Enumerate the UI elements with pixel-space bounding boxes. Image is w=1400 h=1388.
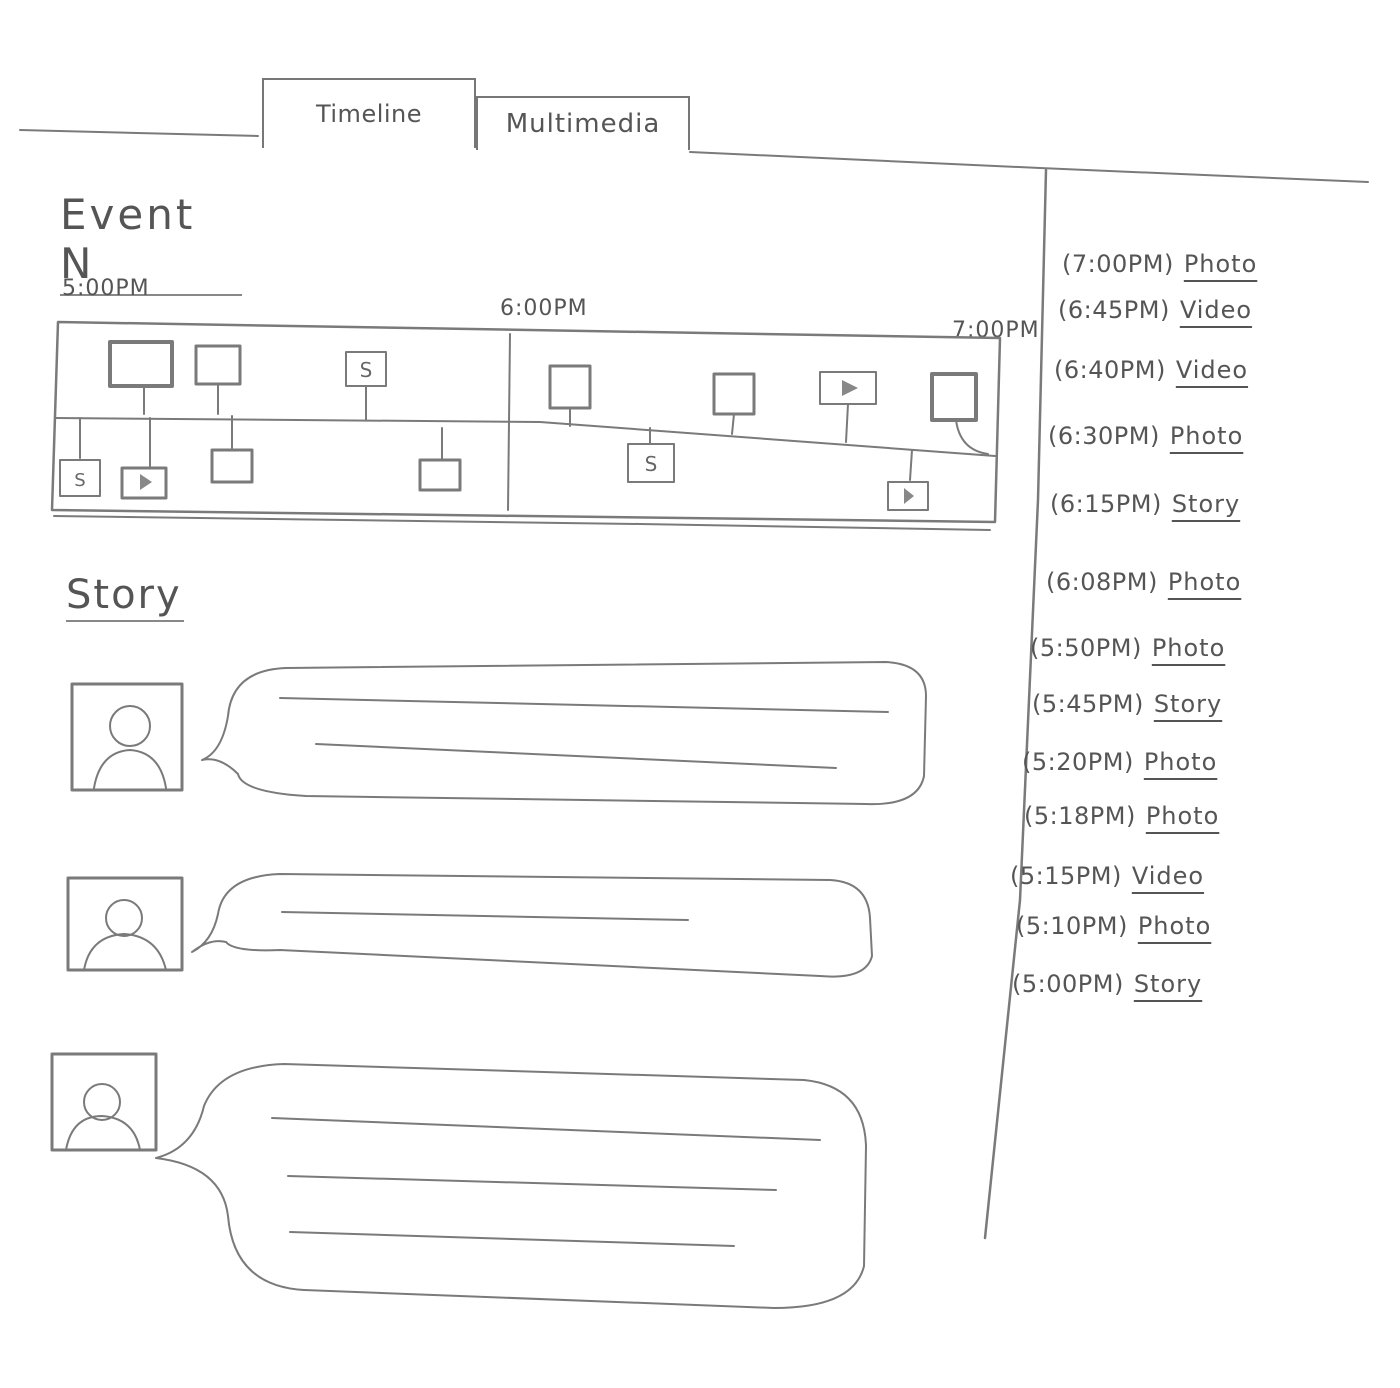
sidebar-item-time: (7:00PM) [1062, 250, 1174, 278]
story-icon: S [74, 470, 85, 491]
sidebar-item-time: (6:45PM) [1058, 296, 1170, 324]
sidebar-item-time: (5:45PM) [1032, 690, 1144, 718]
avatar-icon [66, 876, 184, 972]
sidebar-item-type[interactable]: Photo [1167, 568, 1242, 596]
story-entry[interactable] [66, 656, 946, 806]
timeline-marker[interactable] [418, 427, 462, 492]
sidebar-item-time: (5:10PM) [1016, 912, 1128, 940]
timeline-marker[interactable] [819, 371, 877, 443]
story-entry[interactable] [44, 1046, 884, 1326]
sidebar-item[interactable]: (5:15PM) Video [1010, 862, 1204, 890]
event-title: Event N [60, 190, 242, 296]
sidebar-item-type[interactable]: Photo [1143, 748, 1218, 776]
sidebar-item-type[interactable]: Photo [1183, 250, 1258, 278]
sidebar-item[interactable]: (7:00PM) Photo [1062, 250, 1257, 278]
sidebar-item-time: (5:15PM) [1010, 862, 1122, 890]
sidebar-item[interactable]: (6:15PM) Story [1050, 490, 1240, 518]
avatar-icon [50, 1052, 158, 1152]
story-title: Story [66, 572, 184, 622]
time-label-start: 5:00PM [62, 276, 150, 301]
timeline-marker[interactable] [712, 372, 756, 435]
tab-timeline[interactable]: Timeline [262, 78, 476, 148]
sidebar-item[interactable]: (6:30PM) Photo [1048, 422, 1243, 450]
timeline-strip[interactable]: S S S [40, 310, 1020, 540]
sidebar-item-type[interactable]: Photo [1137, 912, 1212, 940]
story-icon: S [360, 358, 373, 382]
timeline-frame [50, 320, 1002, 531]
video-play-icon [842, 380, 858, 396]
timeline-marker[interactable] [194, 344, 242, 415]
sidebar-item-time: (5:00PM) [1012, 970, 1124, 998]
sidebar-item[interactable]: (6:40PM) Video [1054, 356, 1248, 384]
timeline-marker[interactable]: S [345, 351, 387, 421]
sidebar-item-type[interactable]: Story [1153, 690, 1223, 718]
timeline-marker[interactable] [210, 415, 254, 484]
sidebar-item-type[interactable]: Story [1133, 970, 1203, 998]
sidebar-item-time: (6:40PM) [1054, 356, 1166, 384]
timeline-marker[interactable] [120, 417, 168, 500]
sidebar-item[interactable]: (5:50PM) Photo [1030, 634, 1225, 662]
speech-bubble [155, 1063, 867, 1309]
sidebar-item-time: (6:08PM) [1046, 568, 1158, 596]
tab-multimedia-label: Multimedia [505, 109, 661, 139]
tab-timeline-label: Timeline [315, 100, 423, 128]
timeline-marker[interactable] [548, 364, 592, 427]
speech-bubble [191, 873, 873, 978]
sidebar-item-time: (5:20PM) [1022, 748, 1134, 776]
timeline-marker[interactable]: S [627, 427, 675, 483]
sidebar-item-time: (5:18PM) [1024, 802, 1136, 830]
time-label-mid: 6:00PM [500, 296, 588, 321]
sidebar-item-type[interactable]: Photo [1151, 634, 1226, 662]
tab-multimedia[interactable]: Multimedia [476, 96, 690, 150]
sidebar-item[interactable]: (5:00PM) Story [1012, 970, 1202, 998]
sidebar-item[interactable]: (5:10PM) Photo [1016, 912, 1211, 940]
story-entry-drawing [50, 1052, 867, 1309]
timeline-marker[interactable] [887, 449, 929, 511]
sidebar-item-type[interactable]: Photo [1145, 802, 1220, 830]
story-entry-drawing [70, 661, 927, 806]
timeline-marker[interactable] [930, 372, 989, 455]
sidebar-item-type[interactable]: Video [1131, 862, 1205, 890]
sidebar-item-time: (5:50PM) [1030, 634, 1142, 662]
story-entry-drawing [66, 873, 873, 978]
sidebar-item-type[interactable]: Photo [1169, 422, 1244, 450]
timeline-marker[interactable] [108, 340, 174, 415]
sidebar-item[interactable]: (5:18PM) Photo [1024, 802, 1219, 830]
sidebar-item-type[interactable]: Story [1171, 490, 1241, 518]
sidebar-item[interactable]: (5:45PM) Story [1032, 690, 1222, 718]
sidebar-item[interactable]: (6:08PM) Photo [1046, 568, 1241, 596]
story-icon: S [645, 452, 658, 476]
sidebar-item[interactable]: (5:20PM) Photo [1022, 748, 1217, 776]
story-entry[interactable] [60, 856, 890, 986]
video-play-icon [140, 474, 152, 490]
sidebar-item-type[interactable]: Video [1179, 296, 1253, 324]
speech-bubble [201, 661, 927, 806]
sidebar-item[interactable]: (6:45PM) Video [1058, 296, 1252, 324]
avatar-icon [70, 682, 184, 792]
sidebar-item-time: (6:15PM) [1050, 490, 1162, 518]
video-play-icon [904, 488, 914, 504]
sidebar-item-type[interactable]: Video [1175, 356, 1249, 384]
sidebar-item-time: (6:30PM) [1048, 422, 1160, 450]
timeline-marker[interactable]: S [59, 417, 101, 497]
